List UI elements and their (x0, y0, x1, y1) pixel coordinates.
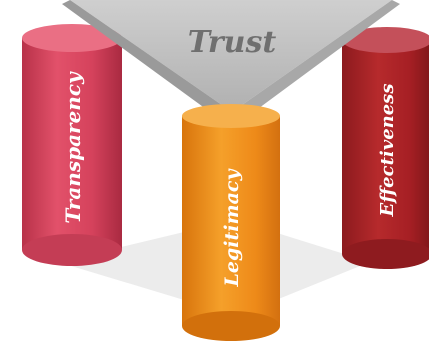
pillar-legitimacy: Legitimacy (182, 104, 280, 341)
pillar-legitimacy-base (182, 311, 280, 341)
pillar-legitimacy-top (182, 104, 280, 128)
roof-top-face (70, 0, 392, 112)
pillar-transparency: Transparency (22, 24, 122, 266)
pillar-legitimacy-label: Legitimacy (221, 168, 243, 288)
roof-right-face (232, 0, 400, 128)
pillar-effectiveness-label: Effectiveness (377, 84, 398, 218)
pillar-transparency-top (22, 24, 122, 52)
roof-left-face (62, 0, 232, 128)
roof-label: Trust (188, 25, 277, 60)
pillar-transparency-base (22, 234, 122, 266)
pillar-transparency-label: Transparency (61, 71, 85, 224)
pillar-effectiveness-base (342, 239, 429, 269)
pillar-effectiveness-body (342, 40, 429, 254)
pillar-effectiveness: Effectiveness (342, 27, 429, 269)
pillar-legitimacy-body (182, 116, 280, 326)
pillar-transparency-body (22, 38, 122, 250)
pillar-effectiveness-top (342, 27, 429, 53)
roof-trust: Trust (62, 0, 400, 128)
